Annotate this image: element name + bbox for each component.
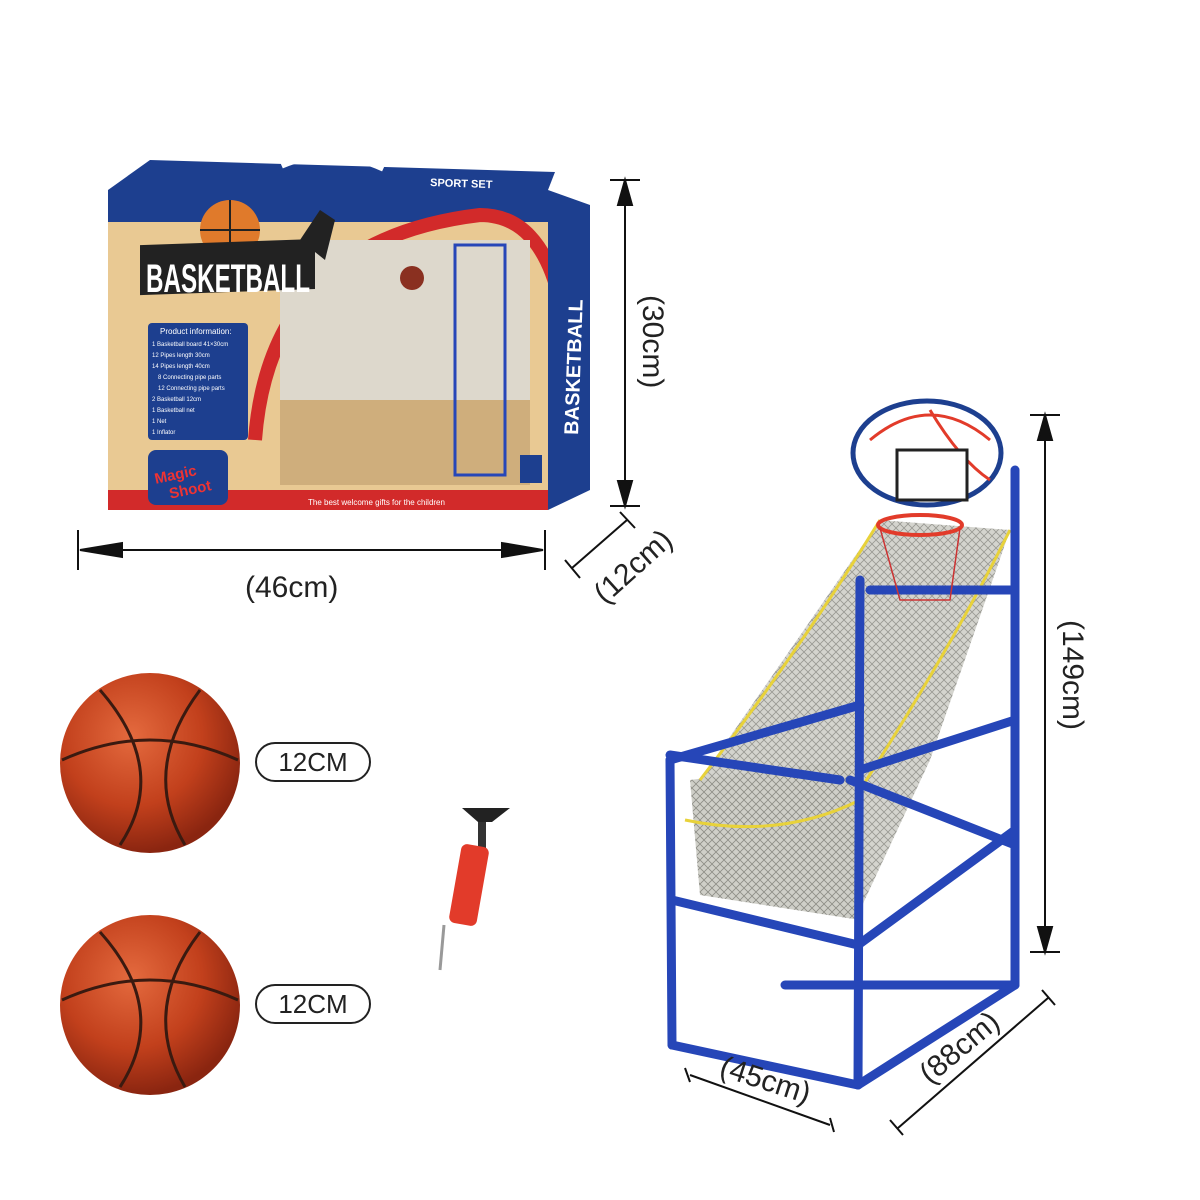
player-silhouette-icon: [300, 210, 335, 260]
box-side-title: BASKETBALL: [561, 299, 588, 435]
box-depth-label: (12cm): [588, 523, 679, 610]
product-info-item: 2 Basketball 12cm: [152, 397, 201, 403]
box-side: [548, 190, 590, 510]
magic-shoot-badge: [148, 450, 228, 505]
basketball-1: [60, 673, 240, 853]
product-info-item: 1 Basketball net: [152, 408, 195, 414]
product-info-item: 1 Inflator: [152, 430, 175, 436]
product-box: SPORT SET BASKETBALL BASKETBALL Product …: [108, 144, 590, 510]
product-info-item: 1 Net: [152, 419, 167, 425]
box-dimension-arrows: [77, 176, 640, 579]
box-slogan: The best welcome gifts for the children: [308, 498, 445, 507]
basketball-2: [60, 915, 240, 1095]
ball-size-label: 12CM: [255, 742, 371, 782]
product-info-item: 12 Connecting pipe parts: [158, 386, 225, 392]
safety-shield-icon: [520, 455, 542, 483]
box-brand-title: BASKETBALL: [146, 257, 310, 301]
box-height-label: (30cm): [636, 295, 669, 388]
box-top-label: SPORT SET: [430, 177, 493, 191]
product-info-item: 8 Connecting pipe parts: [158, 375, 221, 381]
box-handle: [277, 144, 388, 172]
box-width-label: (46cm): [245, 571, 338, 604]
product-info-item: 12 Pipes length 30cm: [152, 353, 210, 359]
basketball-stand: [665, 398, 1020, 1090]
box-top: [108, 160, 555, 190]
air-pump-icon: [438, 808, 510, 971]
stand-dimension-arrows: [684, 411, 1060, 1136]
product-info-item: 1 Basketball board 41×30cm: [152, 342, 228, 348]
product-info-title: Product information:: [160, 327, 232, 336]
product-info-item: 14 Pipes length 40cm: [152, 364, 210, 370]
stand-height-label: (149cm): [1056, 620, 1089, 730]
ball-size-label: 12CM: [255, 984, 371, 1024]
product-info-panel: [148, 323, 248, 440]
